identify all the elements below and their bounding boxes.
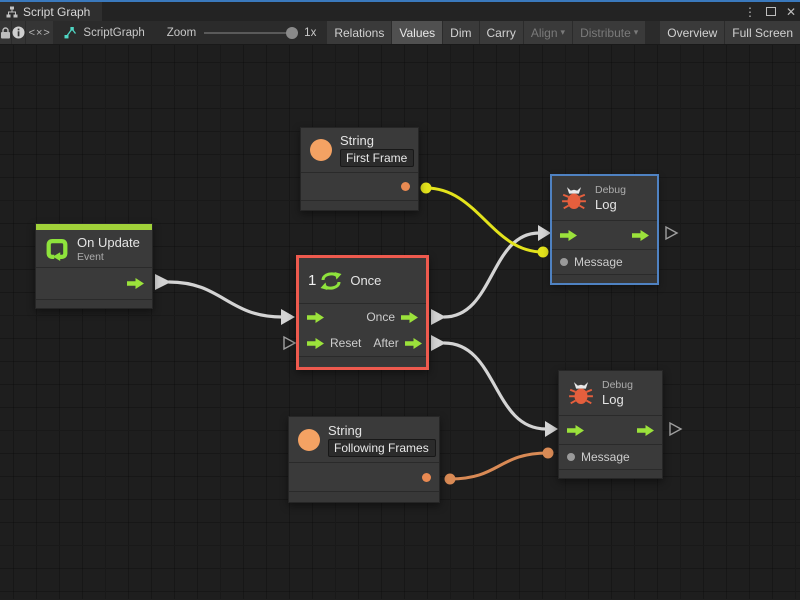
string-type-icon — [310, 139, 332, 161]
flow-out-port[interactable] — [127, 278, 144, 289]
string-value-input[interactable] — [340, 149, 414, 167]
align-label: Align — [530, 25, 558, 40]
unconnected-port-triangle — [665, 225, 679, 241]
once-count-badge: 1 — [308, 272, 317, 289]
debug-bug-icon — [569, 382, 593, 405]
code-preview-button[interactable]: <×> — [26, 21, 54, 44]
event-accent-bar — [36, 224, 152, 230]
close-icon[interactable]: ✕ — [785, 4, 796, 19]
node-title: String — [328, 422, 362, 438]
port-label: Message — [574, 255, 623, 269]
node-once[interactable]: 1 Once Once Reset After — [296, 255, 429, 370]
overview-button[interactable]: Overview — [660, 21, 725, 44]
node-title: Once — [350, 273, 382, 288]
port-label: Message — [581, 450, 630, 464]
zoom-label: Zoom — [166, 26, 197, 39]
graph-name-label: ScriptGraph — [83, 26, 145, 39]
port-label: Reset — [330, 336, 362, 350]
unconnected-port-triangle — [669, 421, 683, 437]
distribute-dropdown[interactable]: Distribute ▾ — [573, 21, 646, 44]
node-category: Debug — [602, 379, 633, 391]
port-label: Once — [366, 310, 395, 324]
flow-in-port[interactable] — [567, 424, 584, 436]
once-out-port[interactable] — [401, 311, 418, 323]
maximize-icon[interactable] — [765, 7, 776, 16]
reset-in-port[interactable] — [307, 337, 324, 349]
align-dropdown[interactable]: Align ▾ — [523, 21, 573, 44]
string-value-input[interactable] — [328, 438, 436, 457]
flow-in-port[interactable] — [560, 229, 577, 241]
lock-button[interactable] — [0, 21, 11, 44]
window-menu-icon[interactable]: ⋮ — [743, 4, 756, 19]
wire-stringfirst-to-message[interactable] — [420, 182, 549, 258]
carry-button[interactable]: Carry — [479, 21, 523, 44]
node-on-update[interactable]: On Update Event — [35, 223, 153, 309]
inspect-button[interactable] — [12, 21, 25, 44]
string-type-icon — [298, 428, 320, 451]
flow-out-port[interactable] — [637, 424, 654, 436]
graph-toolbar: <×> ScriptGraph Zoom 1x Relations Values… — [0, 21, 800, 45]
node-debug-log-top[interactable]: Debug Log Message — [551, 175, 658, 284]
graph-canvas[interactable]: String Debug Log — [0, 45, 800, 599]
relations-button[interactable]: Relations — [327, 21, 392, 44]
tab-title: Script Graph — [23, 4, 91, 19]
zoom-value: 1x — [304, 26, 317, 39]
full-screen-button[interactable]: Full Screen — [725, 21, 800, 44]
node-category: Debug — [595, 184, 626, 196]
string-output-port[interactable] — [422, 472, 431, 482]
chevron-down-icon: ▾ — [560, 27, 566, 37]
script-graph-icon — [64, 27, 77, 39]
dim-button[interactable]: Dim — [443, 21, 479, 44]
zoom-slider[interactable] — [204, 26, 299, 39]
wire-stringfollowing-to-message[interactable] — [444, 447, 554, 485]
after-out-port[interactable] — [404, 337, 422, 349]
node-string-following-frames[interactable]: String — [288, 416, 440, 503]
chevron-down-icon: ▾ — [633, 27, 639, 37]
node-title: Log — [595, 197, 617, 212]
tab-script-graph[interactable]: Script Graph — [0, 2, 103, 21]
info-icon — [12, 26, 25, 39]
node-title: Log — [602, 392, 624, 407]
zoom-slider-handle[interactable] — [286, 26, 299, 39]
message-input-port[interactable] — [567, 453, 575, 461]
flow-out-port[interactable] — [632, 229, 649, 241]
once-cycle-icon — [320, 271, 342, 290]
wire-after-to-debugbottom[interactable] — [431, 335, 558, 437]
window-top-accent — [0, 0, 800, 2]
lock-icon — [1, 26, 10, 38]
distribute-label: Distribute — [580, 25, 631, 40]
wire-onupdate-to-once[interactable] — [155, 274, 295, 325]
node-title: On Update — [77, 234, 140, 250]
node-string-first-frame[interactable]: String — [300, 127, 419, 211]
message-input-port[interactable] — [560, 258, 568, 266]
string-output-port[interactable] — [401, 182, 410, 191]
tab-bar: Script Graph ⋮ ✕ — [0, 2, 800, 21]
graph-hierarchy-icon — [6, 6, 18, 17]
node-subtitle: Event — [77, 250, 104, 263]
debug-bug-icon — [562, 187, 586, 210]
values-button[interactable]: Values — [392, 21, 443, 44]
wire-once-to-debugtop[interactable] — [431, 225, 551, 325]
flow-in-port[interactable] — [307, 311, 324, 323]
unconnected-port-triangle — [283, 335, 297, 351]
on-update-loop-icon — [46, 238, 68, 261]
code-icon: <×> — [28, 26, 51, 39]
node-title: String — [340, 133, 374, 148]
node-debug-log-bottom[interactable]: Debug Log Message — [558, 370, 663, 479]
port-label: After — [373, 336, 399, 350]
